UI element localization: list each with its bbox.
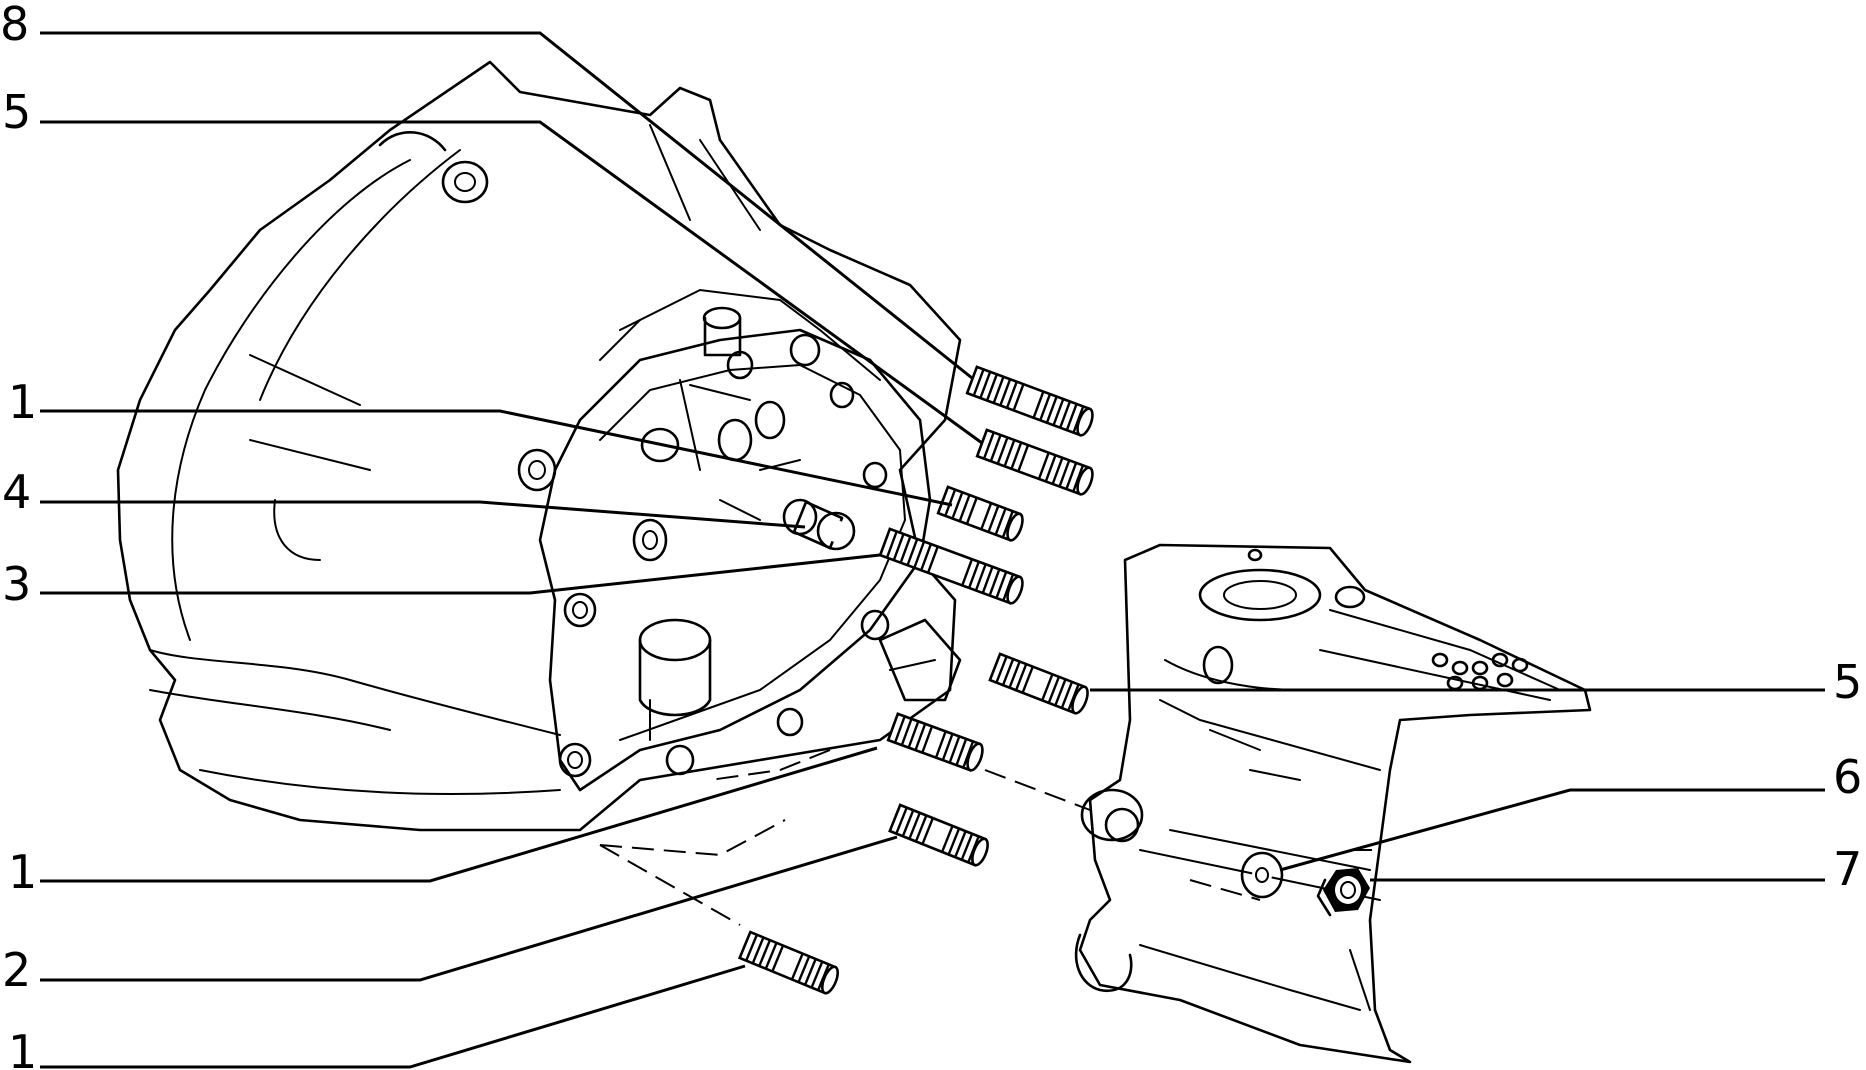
washer xyxy=(1240,851,1284,899)
stud xyxy=(886,712,984,772)
nut xyxy=(1316,868,1370,917)
stud xyxy=(988,652,1089,715)
callout-7: 7 xyxy=(1833,842,1862,896)
leader-lines xyxy=(40,31,1825,1069)
rear-cover xyxy=(1074,543,1592,1064)
stud xyxy=(888,803,989,867)
callout-1-lower: 1 xyxy=(8,845,37,899)
stud xyxy=(936,485,1024,542)
stud xyxy=(965,365,1094,437)
studs xyxy=(737,365,1094,995)
callout-4: 4 xyxy=(2,465,31,519)
callout-6: 6 xyxy=(1833,750,1862,804)
stud xyxy=(737,930,839,995)
callout-8-top: 8 xyxy=(0,0,29,51)
bushing xyxy=(782,498,856,551)
stud xyxy=(975,428,1094,496)
callout-1-bottom: 1 xyxy=(8,1025,37,1070)
callout-3: 3 xyxy=(2,557,31,611)
callout-5-top: 5 xyxy=(2,85,31,139)
callout-2: 2 xyxy=(2,943,31,997)
gearbox-housing xyxy=(116,60,962,832)
callout-5-right: 5 xyxy=(1833,655,1862,709)
callout-1-upper: 1 xyxy=(8,375,37,429)
stud xyxy=(878,527,1024,605)
assembly-axes xyxy=(599,749,1380,926)
